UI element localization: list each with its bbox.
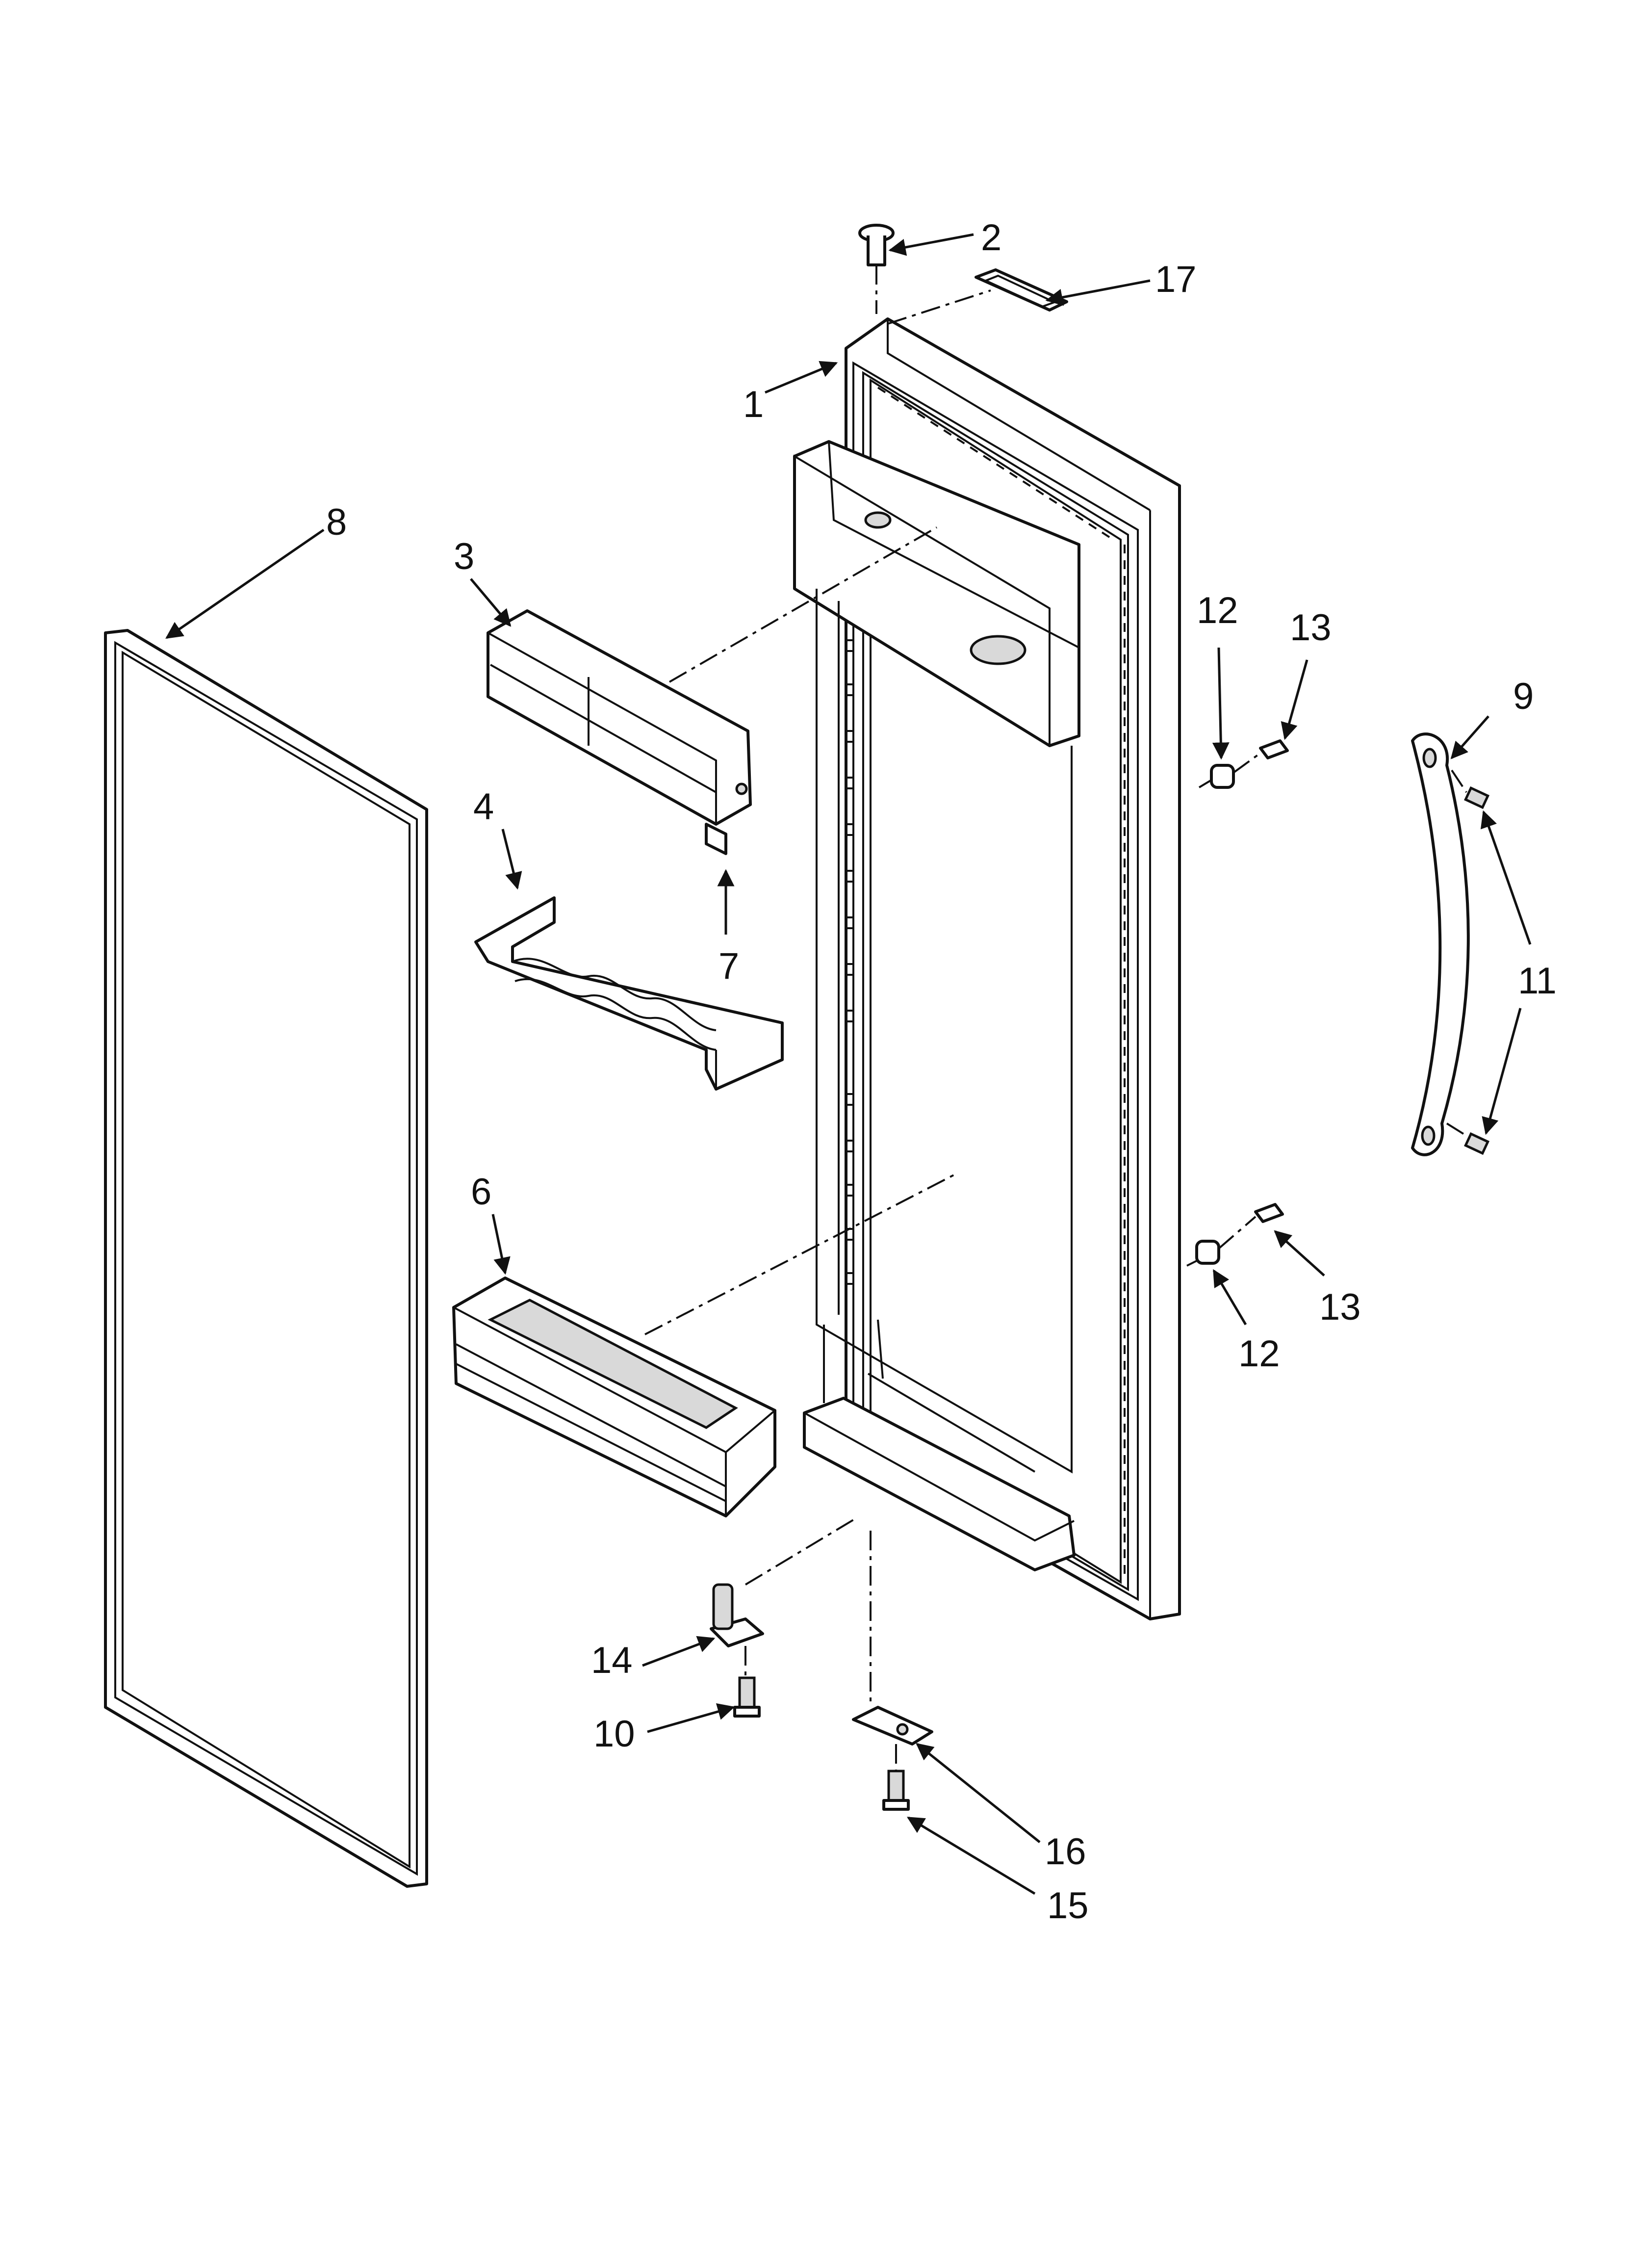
callout-13-bottom: 13	[1319, 1286, 1361, 1328]
door-bin-part	[452, 1277, 776, 1517]
callout-7: 7	[718, 945, 739, 987]
callout-1: 1	[743, 384, 764, 425]
callout-10: 10	[593, 1713, 635, 1755]
spacer-part	[1195, 764, 1235, 1265]
callout-4: 4	[473, 786, 494, 828]
dairy-door-part	[487, 609, 752, 855]
leader-arrows	[165, 233, 1532, 1895]
callout-8: 8	[326, 501, 347, 543]
door-assembly-part	[793, 317, 1181, 1620]
callout-12-bottom: 12	[1238, 1333, 1280, 1375]
callout-13-top: 13	[1290, 607, 1332, 649]
bottom-hinge-plate-part	[852, 1706, 933, 1746]
callout-labels: 2 17 1 8 3 4 7 6 12 13 9 11 13 12 14 10 …	[326, 217, 1557, 1927]
callout-11: 11	[1518, 960, 1557, 1002]
screw-part	[1254, 739, 1289, 1223]
door-handle-part	[1411, 732, 1470, 1156]
callout-14: 14	[591, 1640, 633, 1681]
handle-screw-part	[1463, 786, 1490, 1155]
door-plug-part	[858, 224, 895, 266]
callout-2: 2	[981, 217, 1001, 259]
hinge-bracket-part	[710, 1583, 764, 1647]
door-gasket-part	[104, 629, 428, 1888]
callout-16: 16	[1045, 1831, 1086, 1873]
callout-3: 3	[454, 536, 474, 577]
callout-9: 9	[1513, 676, 1534, 717]
assembly-lines	[644, 265, 1467, 1771]
hinge-screw-part	[733, 1676, 910, 1811]
callout-17: 17	[1155, 259, 1197, 300]
egg-tray-part	[474, 896, 784, 1091]
callout-6: 6	[471, 1171, 491, 1213]
callout-12-top: 12	[1197, 590, 1238, 631]
callout-15: 15	[1047, 1885, 1089, 1927]
